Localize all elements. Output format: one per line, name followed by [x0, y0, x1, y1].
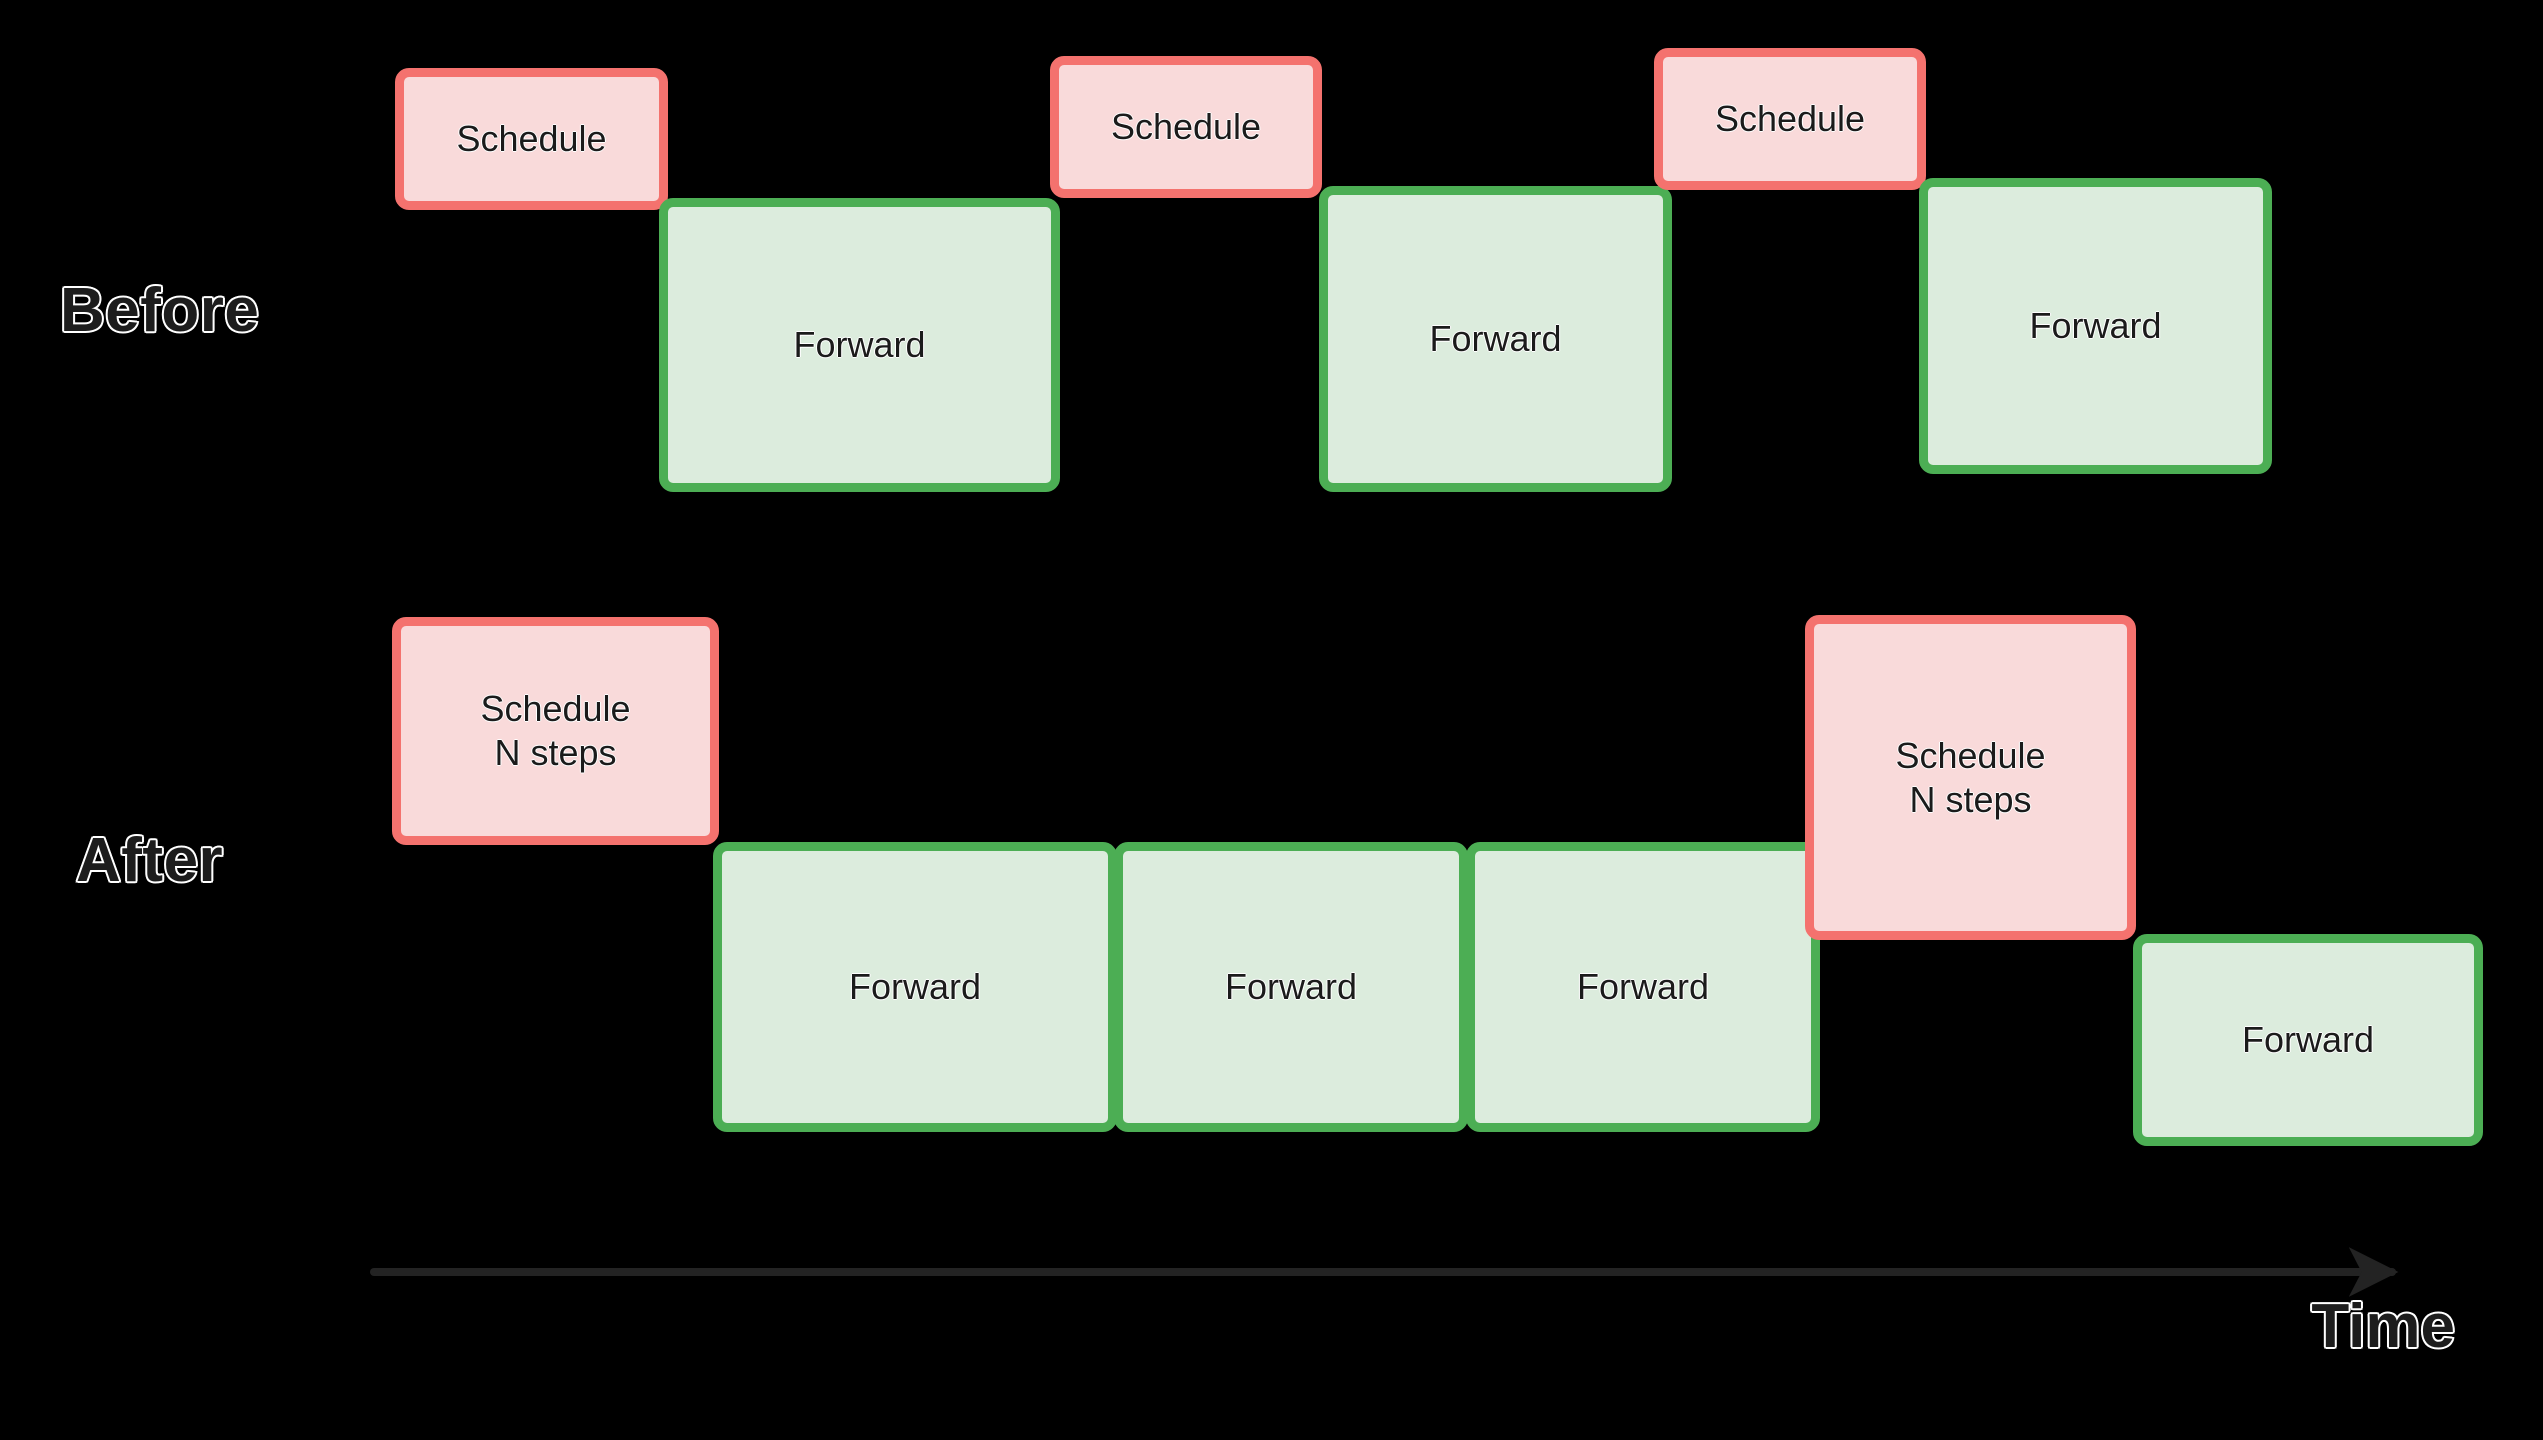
forward-block: Forward: [2133, 934, 2483, 1146]
forward-block: Forward: [1114, 842, 1468, 1132]
block-label: Schedule: [1714, 98, 1866, 140]
block-label: Forward: [848, 966, 982, 1008]
forward-block: Forward: [1466, 842, 1820, 1132]
schedule-n-steps-block: Schedule N steps: [392, 617, 719, 845]
forward-block: Forward: [713, 842, 1117, 1132]
schedule-block: Schedule: [1654, 48, 1926, 190]
block-label: Schedule: [456, 118, 607, 160]
block-label: Forward: [2029, 305, 2162, 347]
block-label: Schedule N steps: [480, 688, 631, 773]
row-label-after: After: [74, 826, 224, 895]
forward-block: Forward: [1919, 178, 2272, 474]
block-label: Forward: [793, 324, 926, 366]
row-label-before: Before: [58, 276, 260, 345]
schedule-block: Schedule: [1050, 56, 1322, 198]
schedule-block: Schedule: [395, 68, 668, 210]
time-axis-label: Time: [2310, 1292, 2457, 1361]
block-label: Forward: [1224, 966, 1358, 1008]
block-label: Forward: [1576, 966, 1710, 1008]
time-axis-arrow: [370, 1247, 2399, 1297]
block-label: Forward: [1429, 318, 1562, 360]
block-label: Schedule: [1110, 106, 1262, 148]
forward-block: Forward: [659, 198, 1060, 492]
block-label: Forward: [2241, 1019, 2375, 1061]
block-label: Schedule N steps: [1895, 734, 2046, 820]
schedule-n-steps-block: Schedule N steps: [1805, 615, 2136, 940]
forward-block: Forward: [1319, 186, 1672, 492]
